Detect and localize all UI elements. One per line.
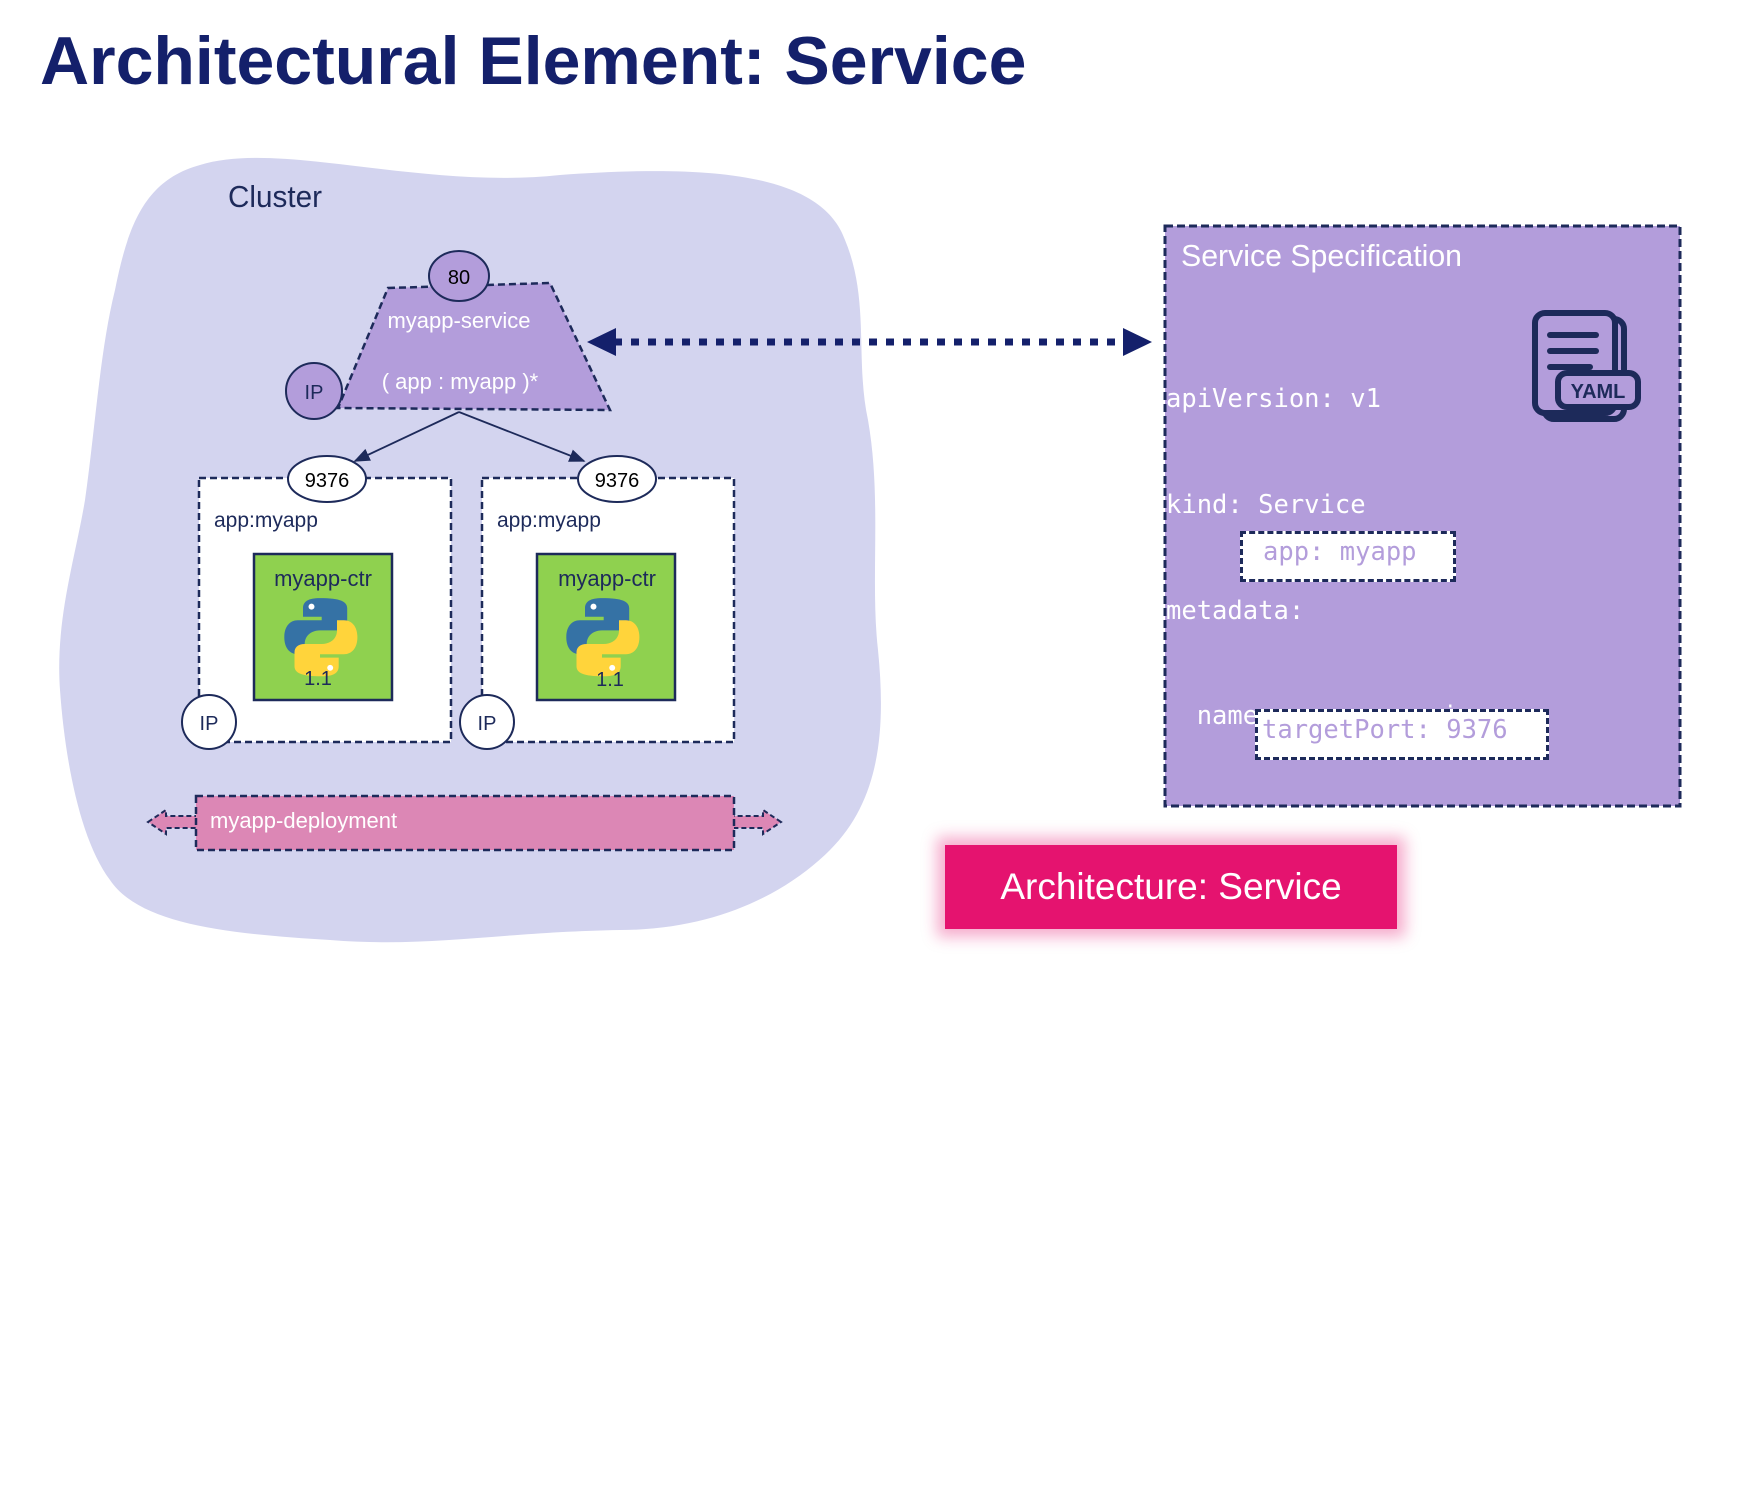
spec-title: Service Specification — [1181, 238, 1462, 273]
cluster-label: Cluster — [228, 179, 322, 214]
service-selector: ( app : myapp )* — [382, 369, 539, 394]
page-title: Architectural Element: Service — [40, 23, 1027, 99]
target-port-highlight: targetPort: 9376 — [1262, 715, 1508, 745]
service-port-badge — [428, 250, 490, 302]
deployment-label: myapp-deployment — [210, 808, 397, 833]
yaml-line: - protocol: TCP — [1166, 1334, 1458, 1365]
service-ip-badge — [285, 362, 343, 420]
yaml-badge-label: YAML — [1571, 381, 1626, 403]
pod-1-ip: IP — [200, 713, 219, 735]
selector-highlight-box — [1240, 531, 1456, 582]
service-to-pod1-arrow — [353, 411, 460, 462]
pod-2: app:myapp myapp-ctr 1.1 IP 9376 — [459, 455, 736, 750]
pod-1: app:myapp myapp-ctr 1.1 IP 9376 — [181, 455, 453, 750]
pod-1-port: 9376 — [305, 470, 350, 492]
pod-2-label: app:myapp — [497, 509, 601, 532]
service-to-pod2-arrow — [458, 411, 586, 462]
service-shape — [336, 281, 612, 412]
pod-2-container-name: myapp-ctr — [558, 566, 656, 591]
service-ip: IP — [305, 382, 324, 404]
pod-2-port-badge — [577, 455, 657, 503]
pod-1-container-name: myapp-ctr — [274, 566, 372, 591]
yaml-line: ports: — [1166, 1229, 1289, 1260]
yaml-document-icon: YAML — [1532, 310, 1641, 422]
service-name: myapp-service — [387, 308, 530, 333]
yaml-line: kind: Service — [1166, 490, 1366, 520]
pod-2-ip: IP — [478, 713, 497, 735]
pod-1-port-badge — [287, 455, 367, 503]
pod-1-version: 1.1 — [304, 668, 332, 690]
target-port-highlight-box — [1255, 709, 1549, 760]
selector-highlight: app: myapp — [1263, 537, 1417, 567]
yaml-line: metadata: — [1166, 595, 1305, 626]
service-spec-link-arrow — [587, 328, 1152, 356]
cluster-area — [59, 157, 881, 943]
yaml-line — [1166, 1122, 1488, 1157]
yaml-line: port: 80 — [1166, 1440, 1381, 1471]
yaml-line: spec: — [1166, 806, 1243, 837]
pod-2-ip-badge — [459, 694, 515, 750]
architecture-service-button[interactable]: Architecture: Service — [945, 845, 1397, 929]
pod-1-label: app:myapp — [214, 509, 318, 532]
pod-2-version: 1.1 — [596, 669, 624, 691]
service-port: 80 — [448, 267, 470, 289]
pod-2-port: 9376 — [595, 470, 640, 492]
deployment-bar: myapp-deployment — [146, 794, 783, 852]
yaml-line: apiVersion: v1 — [1166, 384, 1381, 415]
yaml-line — [1166, 1016, 1488, 1051]
pod-1-ip-badge — [181, 694, 237, 750]
